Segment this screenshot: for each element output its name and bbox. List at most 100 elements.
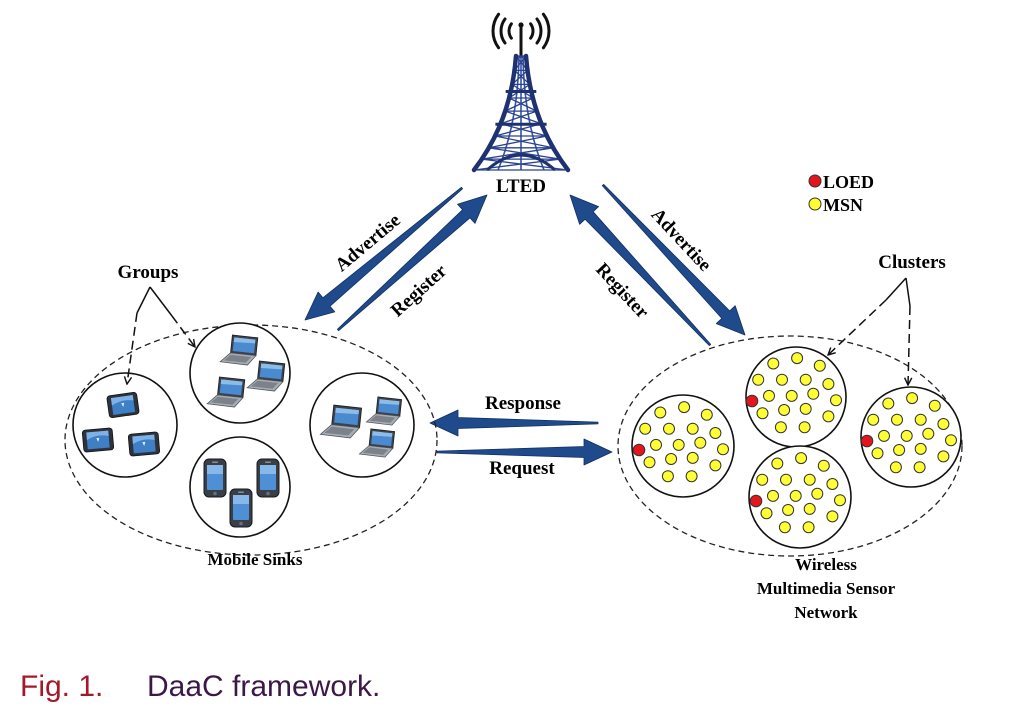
cell-tower-icon [471, 12, 571, 173]
request-label: Request [489, 458, 555, 479]
msn-node [709, 427, 722, 439]
msn-node [663, 422, 675, 435]
msn-node [914, 413, 927, 426]
msn-node [802, 521, 815, 534]
msn-node [922, 427, 935, 440]
sensor-network-label-line-3: Network [794, 603, 858, 622]
laptop-group-right [309, 372, 415, 478]
sensor-network-boundary [617, 335, 963, 557]
msn-node [756, 473, 769, 486]
figure-caption: Fig. 1. DaaC framework. [20, 670, 380, 703]
msn-node [871, 447, 884, 460]
msn-node [937, 450, 950, 463]
msn-node [891, 413, 903, 426]
msn-node [822, 410, 835, 423]
tower-arch [486, 153, 556, 172]
advertise-arrow-left [304, 186, 463, 321]
msn-node [785, 389, 798, 402]
legend: LOED MSN [808, 172, 874, 215]
msn-node [774, 421, 787, 434]
tower-label: LTED [496, 176, 546, 197]
msn-node [717, 443, 729, 456]
tablet-icon [81, 427, 115, 453]
msn-node [867, 413, 880, 426]
msn-node [813, 359, 826, 372]
callout-line [127, 312, 138, 384]
msn-node [709, 459, 722, 472]
msn-node [893, 444, 906, 456]
msn-node [661, 470, 674, 483]
legend-msn-label: MSN [823, 195, 863, 215]
msn-node [756, 407, 769, 420]
advertise-arrow-right [601, 184, 746, 336]
sensor-network-region [617, 335, 963, 557]
groups-label: Groups [118, 262, 179, 283]
msn-node [834, 494, 846, 507]
msn-node [686, 422, 699, 435]
tablet-icon [106, 391, 140, 419]
register-arrow-right [569, 194, 712, 346]
callout-line [828, 299, 887, 355]
msn-node [778, 404, 791, 416]
cluster-nodes [749, 452, 846, 534]
mobile-sinks-boundary [64, 324, 438, 556]
groups-callout [127, 286, 195, 384]
msn-node [678, 401, 691, 414]
response-arrow [429, 409, 599, 437]
device-group-circle [309, 372, 415, 478]
msn-node [694, 436, 707, 449]
msn-node [822, 378, 835, 390]
msn-node [763, 389, 775, 402]
msn-node [639, 422, 652, 435]
msn-node [643, 456, 656, 469]
radio-waves-icon [491, 12, 551, 50]
caption-number: Fig. 1. [20, 670, 103, 703]
msn-node [798, 421, 811, 434]
msn-node [889, 461, 902, 474]
phone-group [189, 436, 291, 538]
msn-node [830, 394, 842, 407]
cluster-nodes [860, 392, 957, 474]
msn-node [780, 473, 792, 486]
msn-node [937, 418, 950, 430]
msn-node [817, 459, 830, 472]
msn-node [799, 402, 812, 415]
msn-node [807, 387, 820, 400]
register-label-left: Register [387, 260, 452, 321]
msn-node [685, 470, 698, 483]
device-group-circle [72, 372, 178, 478]
callout-line [136, 286, 173, 317]
caption-text: DaaC framework. [147, 670, 380, 703]
msn-node [803, 473, 816, 486]
msn-node [776, 373, 788, 386]
clusters-callout [828, 277, 910, 385]
laptop-group-top [189, 322, 291, 424]
loed-node [745, 394, 759, 408]
msn-node [767, 357, 780, 370]
msn-node [928, 399, 941, 412]
phone-icon [256, 458, 280, 498]
msn-node [672, 438, 685, 451]
msn-node [700, 408, 713, 421]
tower-legs [471, 53, 571, 173]
tablet-group [72, 372, 178, 478]
msn-node [767, 489, 779, 502]
msn-node [686, 451, 699, 464]
phone-icon [203, 458, 227, 498]
msn-node [650, 438, 662, 451]
loed-node [749, 494, 763, 508]
msn-node [760, 507, 773, 520]
phone-icon [229, 488, 253, 528]
clusters-label: Clusters [878, 252, 946, 273]
msn-node [771, 457, 784, 470]
msn-node [789, 489, 802, 502]
mobile-sinks-region [64, 322, 438, 556]
msn-node [752, 373, 765, 386]
msn-node [654, 406, 667, 419]
loed-node [632, 443, 646, 457]
msn-node [914, 442, 927, 455]
msn-node [826, 510, 839, 523]
request-arrow [436, 438, 613, 466]
sensor-network-label-line-2: Multimedia Sensor [757, 579, 896, 598]
